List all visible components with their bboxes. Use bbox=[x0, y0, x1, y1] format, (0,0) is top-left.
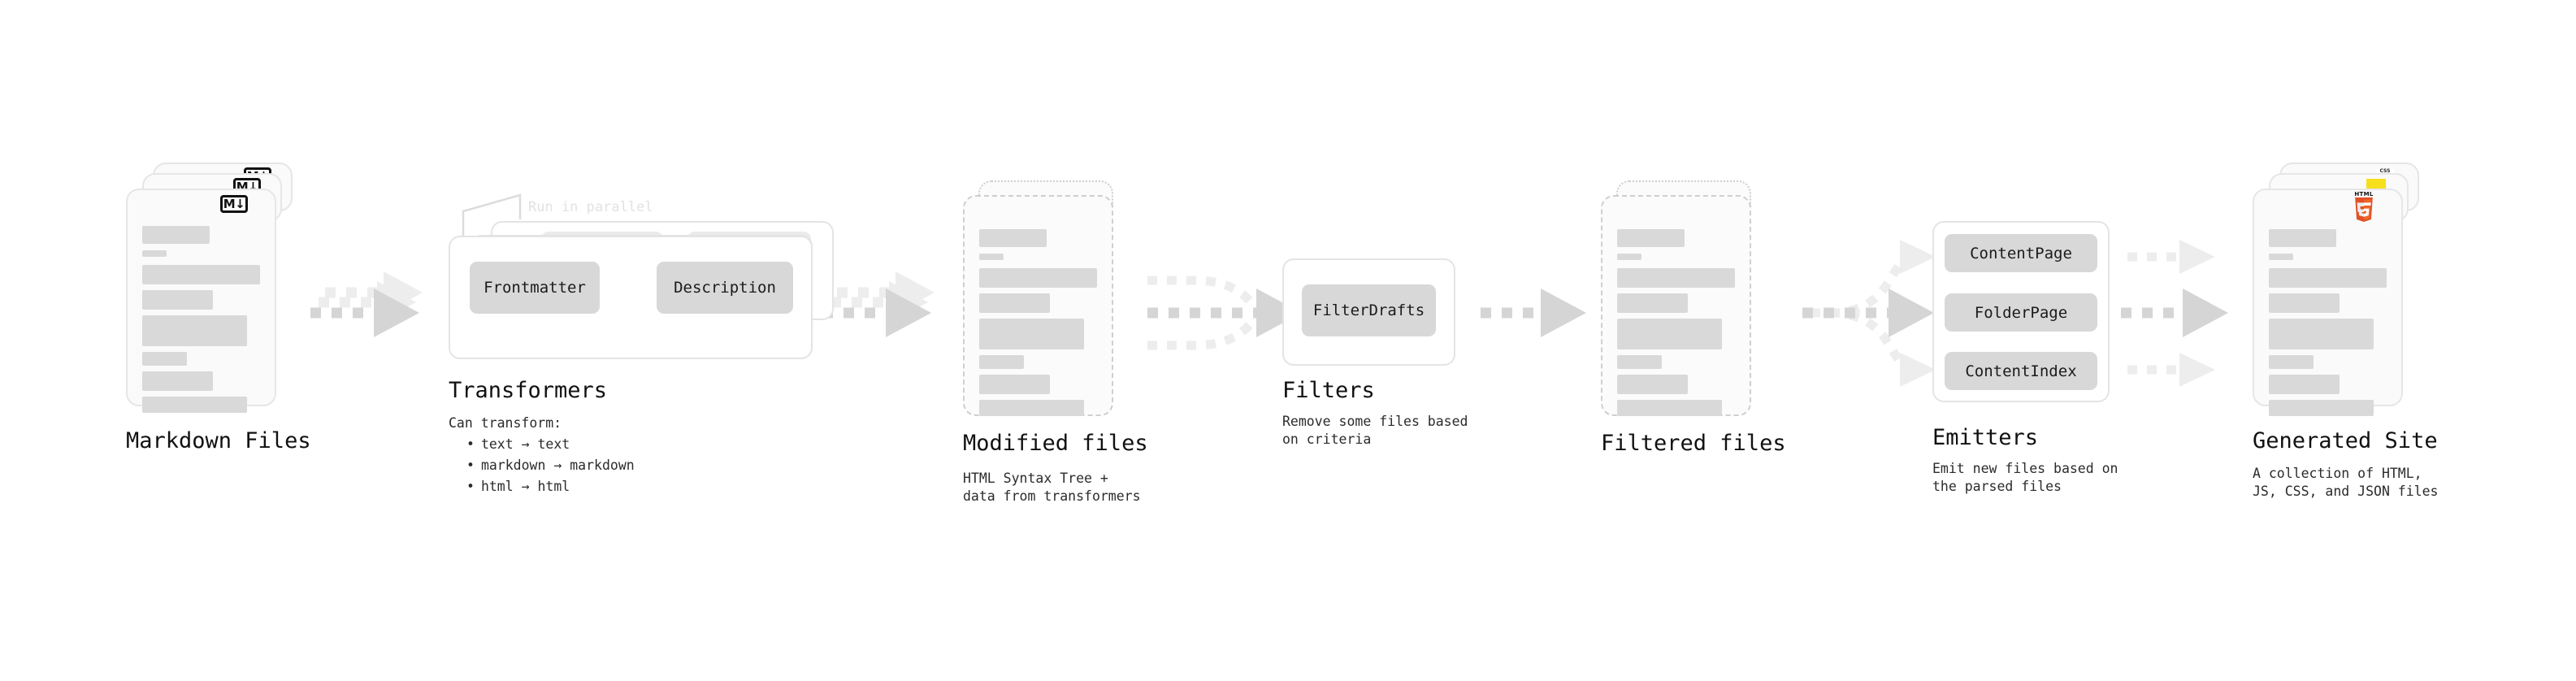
filters-title: Filters bbox=[1282, 378, 1375, 403]
arrow-markdown-to-transformers bbox=[310, 271, 423, 337]
transformers-group: Frontmatter Description bbox=[449, 221, 839, 359]
emitter-chip-folderpage[interactable]: FolderPage bbox=[1945, 293, 2097, 332]
transformers-capability-item: markdown → markdown bbox=[466, 455, 635, 476]
css-badge-label: CSS bbox=[2379, 168, 2391, 174]
modified-card-lines bbox=[979, 229, 1097, 416]
modified-files-subtitle: HTML Syntax Tree + data from transformer… bbox=[963, 471, 1141, 504]
filters-group: FilterDrafts bbox=[1282, 258, 1461, 368]
transformers-sub-head-text: Can transform: bbox=[449, 415, 562, 431]
filtered-files-stack bbox=[1601, 180, 1776, 424]
filters-subtitle: Remove some files based on criteria bbox=[1282, 414, 1468, 447]
emitters-title: Emitters bbox=[1932, 425, 2039, 450]
transformers-capability-item: html → html bbox=[466, 476, 635, 497]
html5-badge-label: HTML bbox=[2354, 191, 2374, 197]
filtered-card-lines bbox=[1617, 229, 1735, 416]
transformers-title: Transformers bbox=[449, 378, 608, 403]
markdown-files-stack: M↓ M↓ M↓ bbox=[126, 163, 301, 423]
emitters-group: ContentPage FolderPage ContentIndex bbox=[1932, 221, 2119, 408]
filtered-files-title: Filtered files bbox=[1601, 431, 1786, 456]
filter-chip-filterdrafts[interactable]: FilterDrafts bbox=[1302, 284, 1436, 336]
filtered-card-front bbox=[1601, 195, 1751, 416]
generated-site-title: Generated Site bbox=[2253, 428, 2438, 453]
emitter-chip-contentindex[interactable]: ContentIndex bbox=[1945, 352, 2097, 390]
arrow-filters-to-filtered bbox=[1481, 288, 1586, 337]
transformer-chip-description[interactable]: Description bbox=[657, 262, 793, 314]
arrow-emitters-to-site bbox=[2121, 240, 2228, 387]
emitter-chip-contentpage[interactable]: ContentPage bbox=[1945, 234, 2097, 272]
arrow-modified-to-filters bbox=[1147, 275, 1302, 350]
generated-site-stack: CSS HTML bbox=[2253, 163, 2439, 423]
transformers-capability-list: text → text markdown → markdown html → h… bbox=[449, 434, 635, 497]
modified-files-title: Modified files bbox=[963, 431, 1148, 456]
transformers-capability-item: text → text bbox=[466, 434, 635, 455]
emitters-subtitle: Emit new files based on the parsed files bbox=[1932, 461, 2118, 494]
html5-badge: HTML bbox=[2350, 191, 2378, 225]
generated-card-front bbox=[2253, 189, 2403, 416]
markdown-badge-front: M↓ bbox=[220, 195, 248, 213]
markdown-files-title: Markdown Files bbox=[126, 428, 311, 453]
arrow-transformers-to-modified bbox=[822, 271, 935, 337]
transformers-subtitle: Can transform: text → text markdown → ma… bbox=[449, 413, 635, 497]
generated-card-lines bbox=[2269, 229, 2387, 416]
html5-shield-icon bbox=[2352, 197, 2376, 225]
generated-site-subtitle: A collection of HTML, JS, CSS, and JSON … bbox=[2253, 466, 2439, 499]
modified-card-front bbox=[963, 195, 1113, 416]
transformer-chip-frontmatter[interactable]: Frontmatter bbox=[470, 262, 600, 314]
markdown-card-front bbox=[126, 189, 276, 413]
modified-files-stack bbox=[963, 180, 1138, 424]
markdown-card-lines bbox=[142, 226, 260, 413]
arrow-filtered-to-emitters bbox=[1802, 240, 1936, 387]
js-badge bbox=[2366, 179, 2386, 191]
run-in-parallel-label: Run in parallel bbox=[528, 199, 653, 215]
